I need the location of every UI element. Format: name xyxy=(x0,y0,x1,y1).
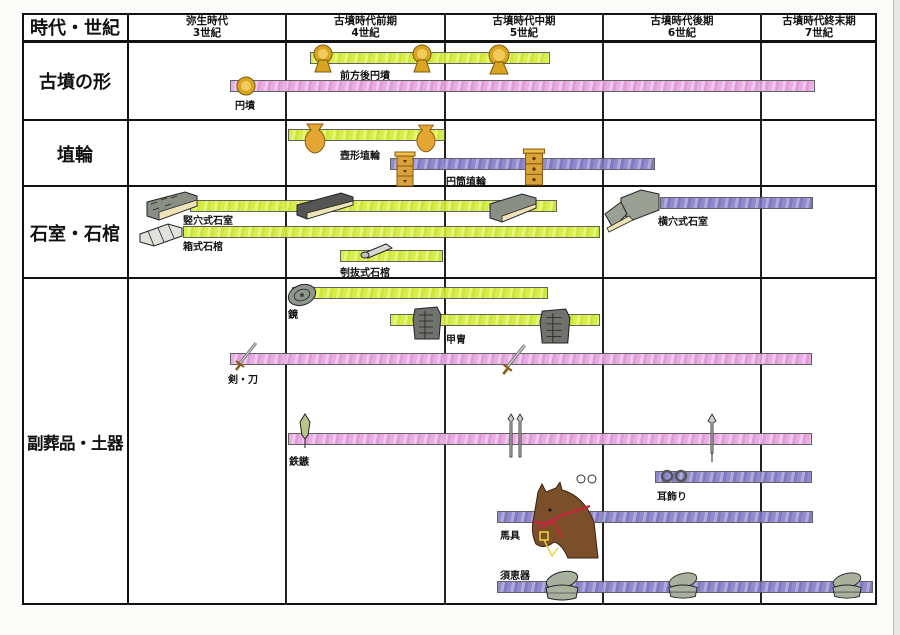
label-tsubogata-haniwa: 壺形埴輪 xyxy=(340,151,380,162)
label-tetsuzoku: 鉄鏃 xyxy=(289,457,309,468)
bar-tetsuzoku xyxy=(288,433,812,445)
label-entou-haniwa: 円筒埴輪 xyxy=(446,177,486,188)
column-divider xyxy=(602,13,604,605)
corridor-stone-chamber-icon xyxy=(604,189,660,233)
century-label: 6世紀 xyxy=(667,27,697,39)
label-bagu: 馬具 xyxy=(500,531,520,542)
bar-enpun xyxy=(230,80,815,92)
iron-arrowhead-icon xyxy=(299,413,311,448)
bar-hakoshiki-sekkan xyxy=(183,226,600,238)
bar-entou-haniwa xyxy=(390,158,655,170)
sueki-pottery-icon xyxy=(545,570,579,601)
label-mimikazari: 耳飾り xyxy=(657,492,687,503)
label-kagami: 鏡 xyxy=(288,310,298,321)
period-header: 古墳時代終末期 7世紀 xyxy=(761,13,877,41)
timeline-table xyxy=(22,13,877,605)
era-label: 古墳時代前期 xyxy=(334,15,397,27)
label-yokoana-sekishitsu: 横穴式石室 xyxy=(658,217,708,228)
bronze-mirror-icon xyxy=(287,283,317,307)
bar-yokoana-sekishitsu xyxy=(660,197,813,209)
iron-arrowhead-icon xyxy=(707,413,717,462)
header-divider xyxy=(22,40,877,43)
pit-stone-chamber-icon xyxy=(296,192,354,220)
bar-kagami xyxy=(292,287,548,299)
row-header-stone-chamber: 石室・石棺 xyxy=(30,223,120,245)
bar-tsubogata-haniwa xyxy=(288,129,445,141)
column-divider xyxy=(285,13,287,605)
pit-stone-chamber-icon xyxy=(489,193,537,223)
era-label: 古墳時代終末期 xyxy=(782,15,856,27)
label-tateana-sekishitsu: 竪穴式石室 xyxy=(183,216,233,227)
era-label: 古墳時代後期 xyxy=(650,15,714,27)
round-tomb-icon xyxy=(236,76,256,96)
column-divider xyxy=(127,13,129,605)
century-label: 4世紀 xyxy=(351,27,380,39)
jar-haniwa-icon xyxy=(416,124,436,153)
horse-harness-icon xyxy=(531,482,599,559)
label-sueki: 須恵器 xyxy=(500,571,530,582)
period-header: 弥生時代 3世紀 xyxy=(128,13,286,41)
era-label: 古墳時代中期 xyxy=(492,15,556,27)
sword-icon xyxy=(235,342,258,371)
keyhole-tomb-icon xyxy=(488,44,510,75)
label-kacchu: 甲冑 xyxy=(446,335,466,346)
period-header: 古墳時代前期 4世紀 xyxy=(286,13,445,41)
sueki-pottery-icon xyxy=(668,572,698,599)
century-label: 5世紀 xyxy=(509,27,539,39)
row-divider xyxy=(22,119,877,121)
jar-haniwa-icon xyxy=(304,123,326,154)
bar-ken-katana xyxy=(230,353,812,365)
label-zenpokoenfun: 前方後円墳 xyxy=(340,71,390,82)
cylinder-haniwa-icon xyxy=(394,151,416,187)
label-enpun: 円墳 xyxy=(235,101,255,112)
sword-icon xyxy=(502,344,526,375)
bar-mimikazari xyxy=(655,471,812,483)
era-label: 弥生時代 xyxy=(186,15,228,27)
century-label: 7世紀 xyxy=(804,27,834,39)
label-kurinuki-sekkan: 刳抜式石棺 xyxy=(340,268,390,279)
armor-icon xyxy=(539,308,571,344)
keyhole-tomb-icon xyxy=(313,44,333,73)
iron-arrowhead-icon xyxy=(507,413,524,458)
row-header-haniwa: 埴輪 xyxy=(57,144,93,166)
row-divider xyxy=(22,277,877,279)
cylinder-haniwa-icon xyxy=(522,148,546,186)
corner-title: 時代・世紀 xyxy=(30,18,120,39)
hollowed-stone-coffin-icon xyxy=(360,243,394,259)
earring-icon xyxy=(660,469,688,483)
row-header-grave-goods: 副葬品・土器 xyxy=(27,434,124,453)
box-stone-coffin-icon xyxy=(139,223,183,247)
period-header: 古墳時代中期 5世紀 xyxy=(445,13,603,41)
sueki-pottery-icon xyxy=(832,572,862,599)
row-divider xyxy=(22,185,877,187)
armor-icon xyxy=(412,306,442,340)
label-ken-katana: 剣・刀 xyxy=(228,375,258,386)
keyhole-tomb-icon xyxy=(412,44,432,73)
earring-icon xyxy=(576,474,597,484)
century-label: 3世紀 xyxy=(192,27,222,39)
column-divider xyxy=(444,13,446,605)
column-divider xyxy=(760,13,762,605)
row-header-kofun-shape: 古墳の形 xyxy=(39,72,111,93)
pit-stone-chamber-icon xyxy=(146,191,198,221)
label-hakoshiki-sekkan: 箱式石棺 xyxy=(183,242,223,253)
period-header: 古墳時代後期 6世紀 xyxy=(603,13,761,41)
paper-edge xyxy=(893,0,900,635)
